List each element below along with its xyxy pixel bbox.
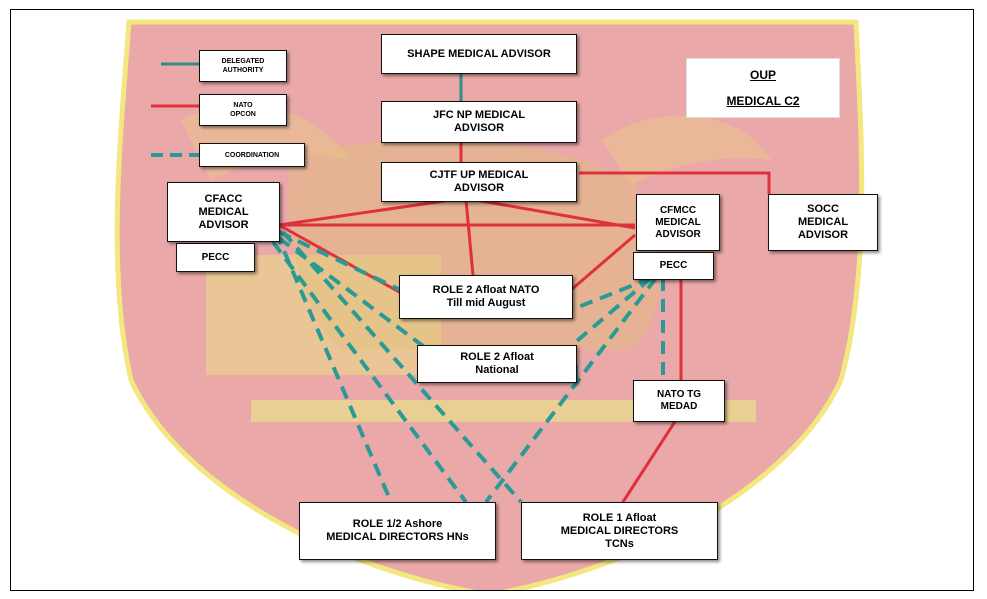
link-cjtf-cfacc bbox=[278, 198, 452, 227]
node-pecc-right: PECC bbox=[633, 252, 714, 280]
link-cfmcc-role2nato bbox=[570, 233, 636, 292]
legend-coordination-label: COORDINATION bbox=[199, 143, 305, 167]
diagram-frame: DELEGATED AUTHORITY NATO OPCON COORDINAT… bbox=[10, 9, 974, 591]
node-nato-tg-medad: NATO TG MEDAD bbox=[633, 380, 725, 422]
node-jfc-np-medical-advisor: JFC NP MEDICAL ADVISOR bbox=[381, 101, 577, 143]
coord-cfacc-cross bbox=[271, 240, 468, 504]
diagram-title: OUP MEDICAL C2 bbox=[686, 58, 840, 118]
node-socc-medical-advisor: SOCC MEDICAL ADVISOR bbox=[768, 194, 878, 251]
node-cjtf-up-medical-advisor: CJTF UP MEDICAL ADVISOR bbox=[381, 162, 577, 202]
node-role2-afloat-nato: ROLE 2 Afloat NATO Till mid August bbox=[399, 275, 573, 319]
node-role1-afloat: ROLE 1 Afloat MEDICAL DIRECTORS TCNs bbox=[521, 502, 718, 560]
link-cjtf-role2nato bbox=[464, 199, 475, 276]
legend-delegated-label: DELEGATED AUTHORITY bbox=[199, 50, 287, 82]
link-natotg-role1 bbox=[619, 419, 678, 506]
coord-cfacc-role12 bbox=[274, 231, 393, 503]
node-role2-afloat-national: ROLE 2 Afloat National bbox=[417, 345, 577, 383]
node-shape-medical-advisor: SHAPE MEDICAL ADVISOR bbox=[381, 34, 577, 74]
coord-pecc-role12 bbox=[484, 276, 658, 504]
coord-pecc-role2nato bbox=[570, 276, 652, 312]
node-cfmcc-medical-advisor: CFMCC MEDICAL ADVISOR bbox=[636, 194, 720, 251]
emblem-wing-right bbox=[601, 115, 771, 185]
link-cjtf-socc bbox=[579, 171, 771, 194]
coord-cfacc-role2nato bbox=[278, 230, 412, 297]
coord-pecc-role2national bbox=[569, 276, 653, 348]
legend-opcon-label: NATO OPCON bbox=[199, 94, 287, 126]
node-cfacc-medical-advisor: CFACC MEDICAL ADVISOR bbox=[167, 182, 280, 242]
node-pecc-left: PECC bbox=[176, 243, 255, 272]
coord-cfacc-role1 bbox=[281, 230, 523, 504]
emblem-bar bbox=[251, 400, 756, 422]
coord-cfacc-role2national bbox=[277, 236, 425, 348]
node-role12-ashore: ROLE 1/2 Ashore MEDICAL DIRECTORS HNs bbox=[299, 502, 496, 560]
link-cjtf-cfmcc bbox=[475, 198, 636, 230]
